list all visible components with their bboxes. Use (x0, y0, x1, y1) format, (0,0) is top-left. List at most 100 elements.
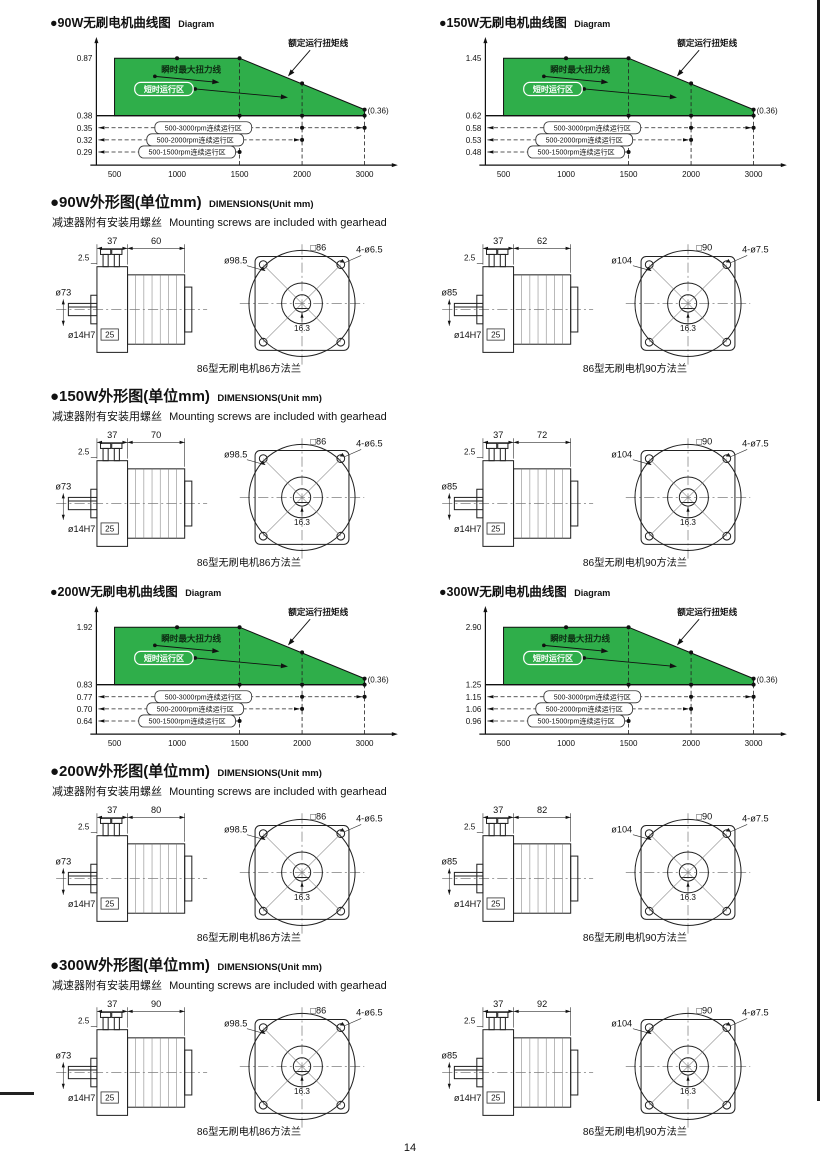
ytick-r1: 1.25 (466, 681, 482, 690)
dim-shaft-diameter: ø14H7 (68, 330, 96, 340)
motor-drawing: 37 60 2.5 ø73 ø14H7 25 ø98.5 □86 4-ø6.5 … (55, 236, 382, 375)
dimension-drawing: 37 80 2.5 ø73 ø14H7 25 ø98.5 □86 4-ø6.5 … (50, 801, 402, 944)
dimension-drawing: 37 92 2.5 ø85 ø14H7 25 ø104 □90 4-ø7.5 1… (436, 995, 788, 1138)
section-title-cn: ●150W外形图(单位mm) (50, 388, 210, 406)
drawing-caption: 86型无刷电机90方法兰 (583, 362, 687, 375)
dim-shaft-length: 25 (491, 331, 501, 340)
xtick-1500: 1500 (620, 170, 638, 179)
xtick-3000: 3000 (745, 170, 763, 179)
section-title-cn: ●90W外形图(单位mm) (50, 194, 202, 212)
mounting-note: 减速器附有安装用螺丝 Mounting screws are included … (52, 977, 802, 993)
zone-1500-label: 500-1500rpm连续运行区 (149, 716, 226, 725)
ytick-r3: 0.70 (77, 705, 93, 714)
dim-motor-length: 70 (151, 430, 161, 440)
ytick-r3: 0.53 (466, 136, 482, 145)
dim-keyway: 16.3 (294, 518, 310, 527)
ytick-r2: 1.15 (466, 693, 482, 702)
drawings-row: 37 60 2.5 ø73 ø14H7 25 ø98.5 □86 4-ø6.5 … (50, 232, 802, 375)
dimension-sections-bottom: ●200W外形图(单位mm) DIMENSIONS(Unit mm) 减速器附有… (0, 760, 820, 1138)
dim-offset: 2.5 (464, 254, 476, 263)
dim-gearhead-length: 37 (493, 236, 503, 246)
end-torque-label: (0.36) (757, 107, 778, 116)
dim-keyway: 16.3 (680, 1087, 696, 1096)
operating-region (114, 626, 366, 686)
dim-gearhead-length: 37 (107, 236, 117, 246)
xtick-3000: 3000 (745, 739, 763, 748)
rated-torque-line-label: 额定运行扭矩线 (677, 37, 737, 48)
dim-keyway: 16.3 (294, 893, 310, 902)
dim-pilot-circle: ø104 (611, 256, 632, 266)
dim-shaft-length: 25 (105, 1094, 115, 1103)
drawing-caption: 86型无刷电机90方法兰 (583, 1125, 687, 1138)
chart-axes (90, 40, 395, 166)
mounting-note-en: Mounting screws are included with gearhe… (169, 786, 387, 799)
xtick-2000: 2000 (293, 170, 311, 179)
zone-3000-label: 500-3000rpm连续运行区 (554, 123, 631, 132)
motor-side-view (453, 249, 579, 354)
dim-pilot-circle: ø98.5 (224, 1019, 247, 1029)
drawings-row: 37 70 2.5 ø73 ø14H7 25 ø98.5 □86 4-ø6.5 … (50, 426, 802, 569)
ytick-r2: 0.58 (466, 124, 482, 133)
dim-keyway: 16.3 (680, 518, 696, 527)
dim-body-diameter: ø85 (441, 481, 457, 491)
dim-pilot-circle: ø104 (611, 1019, 632, 1029)
dim-shaft-diameter: ø14H7 (454, 330, 482, 340)
section-title-cn: ●200W外形图(单位mm) (50, 763, 210, 781)
dim-offset: 2.5 (78, 823, 90, 832)
dim-motor-length: 60 (151, 236, 161, 246)
ytick-r1: 0.83 (77, 681, 93, 690)
section-title-en: DIMENSIONS(Unit mm) (217, 768, 322, 780)
mounting-note: 减速器附有安装用螺丝 Mounting screws are included … (52, 214, 802, 230)
short-time-zone-pill (134, 81, 194, 97)
dim-keyway: 16.3 (680, 893, 696, 902)
dimension-section: ●300W外形图(单位mm) DIMENSIONS(Unit mm) 减速器附有… (0, 954, 820, 1138)
dim-flange-square: □86 (310, 243, 326, 253)
drawings-row: 37 90 2.5 ø73 ø14H7 25 ø98.5 □86 4-ø6.5 … (50, 995, 802, 1138)
dim-mounting-holes: 4-ø6.5 (356, 1007, 383, 1017)
dim-body-diameter: ø73 (55, 287, 71, 297)
xtick-500: 500 (497, 739, 511, 748)
rated-torque-line-label: 额定运行扭矩线 (288, 606, 348, 617)
dim-shaft-diameter: ø14H7 (68, 524, 96, 534)
dim-flange-square: □90 (696, 811, 712, 821)
xtick-500: 500 (108, 739, 122, 748)
dim-body-diameter: ø85 (441, 1050, 457, 1060)
motor-side-view (67, 249, 193, 354)
torque-chart-block: ●150W无刷电机曲线图 Diagram (439, 12, 802, 181)
drawing-caption: 86型无刷电机86方法兰 (197, 1125, 301, 1138)
torque-chart-block: ●300W无刷电机曲线图 Diagram (439, 581, 802, 750)
flange-front-view (248, 250, 356, 358)
dim-gearhead-length: 37 (107, 805, 117, 815)
dim-shaft-length: 25 (105, 525, 115, 534)
chart-title-en: Diagram (574, 587, 611, 598)
motor-drawing: 37 82 2.5 ø85 ø14H7 25 ø104 □90 4-ø7.5 1… (441, 805, 768, 944)
scan-edge-right (817, 0, 820, 1101)
dim-gearhead-length: 37 (493, 430, 503, 440)
xtick-2000: 2000 (682, 739, 700, 748)
mounting-note-cn: 减速器附有安装用螺丝 (52, 979, 162, 992)
section-title: ●90W外形图(单位mm) DIMENSIONS(Unit mm) (50, 191, 802, 212)
operating-region (503, 626, 755, 686)
chart-axes (90, 608, 395, 735)
dim-body-diameter: ø85 (441, 287, 457, 297)
ytick-r1: 0.62 (466, 112, 482, 121)
mounting-note: 减速器附有安装用螺丝 Mounting screws are included … (52, 408, 802, 424)
short-time-zone-pill (134, 650, 194, 665)
chart-title-cn: ●90W无刷电机曲线图 (50, 16, 171, 30)
dim-motor-length: 92 (537, 999, 547, 1009)
chart-title: ●90W无刷电机曲线图 Diagram (50, 12, 413, 31)
flange-front-view (248, 818, 356, 927)
zone-2000-label: 500-2000rpm连续运行区 (157, 135, 234, 144)
dim-offset: 2.5 (464, 448, 476, 457)
section-title-en: DIMENSIONS(Unit mm) (217, 393, 322, 405)
ytick-r4: 0.48 (466, 148, 482, 157)
motor-drawing: 37 90 2.5 ø73 ø14H7 25 ø98.5 □86 4-ø6.5 … (55, 999, 383, 1138)
short-time-zone-label: 短时运行区 (144, 653, 184, 663)
short-time-zone-label: 短时运行区 (533, 653, 573, 663)
rated-torque-line-label: 额定运行扭矩线 (677, 606, 737, 617)
charts-row-top: ●90W无刷电机曲线图 Diagram (0, 12, 820, 181)
ytick-r2: 0.77 (77, 693, 93, 702)
dim-body-diameter: ø73 (55, 1050, 71, 1060)
dim-offset: 2.5 (78, 254, 90, 263)
mounting-note-cn: 减速器附有安装用螺丝 (52, 786, 162, 799)
